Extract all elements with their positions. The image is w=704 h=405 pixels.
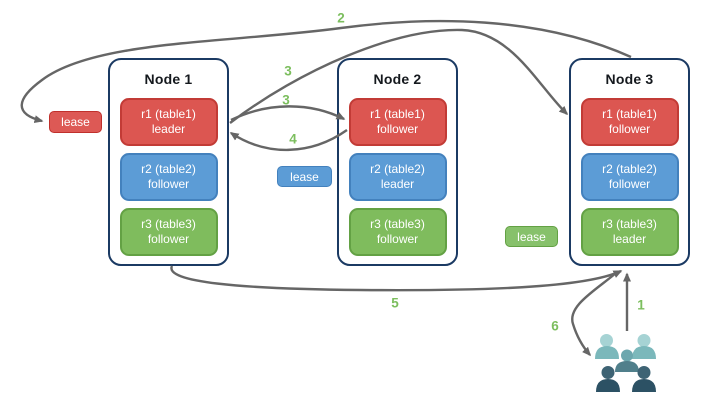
step-label-3b: 3 xyxy=(282,92,290,108)
replica-role: follower xyxy=(376,232,419,246)
replica-role: leader xyxy=(151,122,186,136)
step-label-2: 2 xyxy=(337,10,345,26)
node-2-replica-r1: r1 (table1) follower xyxy=(348,98,447,146)
node-3-replica-r2: r2 (table2) follower xyxy=(580,153,679,201)
replica-role: follower xyxy=(608,122,651,136)
replica-label: r3 (table3) xyxy=(602,217,657,231)
node-3-replica-r3: r3 (table3) leader xyxy=(580,208,679,256)
node-2-title: Node 2 xyxy=(373,71,422,87)
step-label-4: 4 xyxy=(289,131,297,147)
replica-role: follower xyxy=(376,122,419,136)
node-1-replica-r1: r1 (table1) leader xyxy=(119,98,218,146)
replica-label: r1 (table1) xyxy=(370,107,425,121)
arrow-step-6 xyxy=(571,272,617,357)
replica-label: r3 (table3) xyxy=(370,217,425,231)
person-head xyxy=(600,334,613,347)
person-head xyxy=(621,349,633,362)
lease-badge-table2: lease xyxy=(277,166,332,187)
replica-role: leader xyxy=(612,232,647,246)
person-head xyxy=(601,366,615,379)
replica-role: follower xyxy=(608,177,651,191)
replica-label: r1 (table1) xyxy=(141,107,196,121)
replica-label: r2 (table2) xyxy=(602,162,657,176)
person-body xyxy=(615,361,639,372)
replica-label: r2 (table2) xyxy=(141,162,196,176)
arrow-step-5 xyxy=(170,265,623,292)
person-body xyxy=(632,346,656,359)
step-label-3a: 3 xyxy=(284,63,292,79)
lease-badge-table1: lease xyxy=(49,111,102,133)
step-label-5: 5 xyxy=(391,295,399,311)
person-body xyxy=(596,379,620,392)
node-2-replica-r3: r3 (table3) follower xyxy=(348,208,447,256)
node-3: Node 3 r1 (table1) follower r2 (table2) … xyxy=(569,58,690,266)
replica-label: r1 (table1) xyxy=(602,107,657,121)
replica-label: r3 (table3) xyxy=(141,217,196,231)
replica-role: follower xyxy=(147,177,190,191)
node-2: Node 2 r1 (table1) follower r2 (table2) … xyxy=(337,58,458,266)
replica-role: follower xyxy=(147,232,190,246)
node-1-title: Node 1 xyxy=(144,71,193,87)
node-2-replica-r2: r2 (table2) leader xyxy=(348,153,447,201)
arrow-step-3-to-node2 xyxy=(230,105,346,122)
person-body xyxy=(632,379,656,392)
lease-badge-table3: lease xyxy=(505,226,558,247)
step-label-6: 6 xyxy=(551,318,559,334)
node-3-title: Node 3 xyxy=(605,71,654,87)
person-body xyxy=(595,346,619,359)
person-head xyxy=(637,334,651,347)
node-1-replica-r2: r2 (table2) follower xyxy=(119,153,218,201)
node-1: Node 1 r1 (table1) leader r2 (table2) fo… xyxy=(108,58,229,266)
node-3-replica-r1: r1 (table1) follower xyxy=(580,98,679,146)
replica-role: leader xyxy=(380,177,415,191)
users-icon xyxy=(595,334,656,392)
replica-label: r2 (table2) xyxy=(370,162,425,176)
step-label-1: 1 xyxy=(637,297,645,313)
node-1-replica-r3: r3 (table3) follower xyxy=(119,208,218,256)
person-head xyxy=(637,366,651,379)
